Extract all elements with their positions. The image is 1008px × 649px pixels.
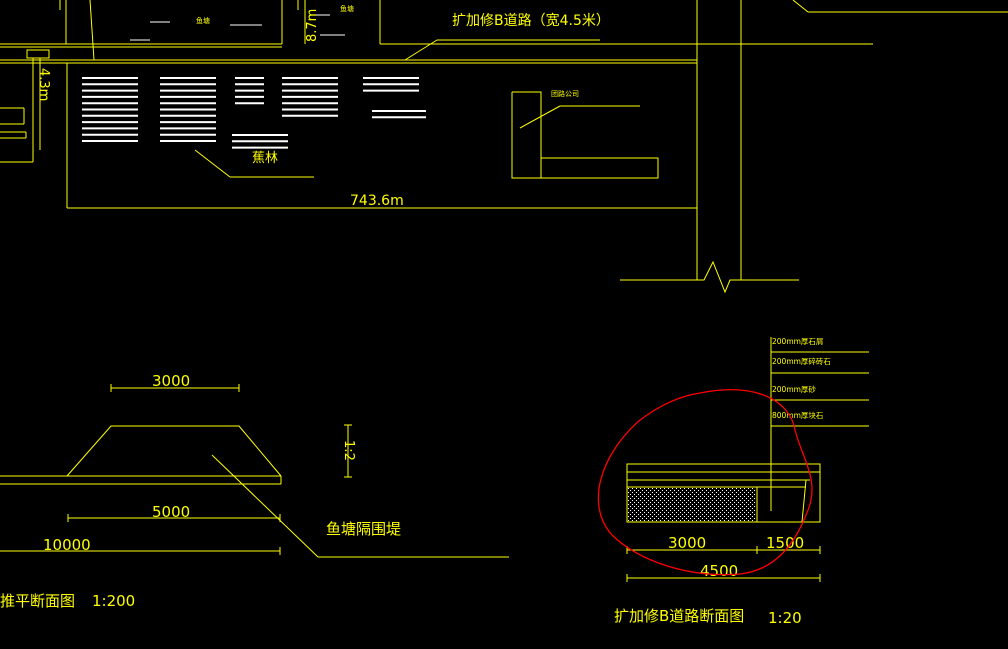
road-section-title: 扩加修B道路断面图 xyxy=(614,607,744,625)
embankment-section xyxy=(0,384,509,558)
pond-label-right: 鱼塘 xyxy=(340,4,354,13)
road-section xyxy=(626,337,869,582)
embankment-dim-top: 3000 xyxy=(152,372,190,390)
crop-blocks xyxy=(82,77,426,149)
road-label-top: 扩加修B道路（宽4.5米） xyxy=(452,12,610,29)
length-dimension: 743.6m xyxy=(350,193,404,209)
red-markup-circle xyxy=(597,389,813,576)
pond-label-left: 鱼塘 xyxy=(196,16,210,25)
road-layer-4: 800mm厚块石 xyxy=(772,410,824,420)
embankment-slope: 1:2 xyxy=(341,440,356,461)
road-layer-2: 200mm厚碎砖石 xyxy=(772,356,831,366)
road-dim-right: 1500 xyxy=(766,534,804,552)
embankment-dim-bottom: 5000 xyxy=(152,503,190,521)
embankment-leader-label: 鱼塘隔围堤 xyxy=(326,520,401,538)
road-layer-3: 200mm厚砂 xyxy=(772,384,816,394)
width-dimension-87: 8.7m xyxy=(305,9,320,42)
road-dim-total: 4500 xyxy=(700,562,738,580)
width-dimension-43: 4.3m xyxy=(36,68,51,101)
site-plan xyxy=(0,0,1008,294)
embankment-title: 推平断面图 xyxy=(0,592,75,610)
embankment-dim-base: 10000 xyxy=(43,536,91,554)
embankment-scale: 1:200 xyxy=(92,592,135,610)
company-label: 团路公司 xyxy=(551,89,579,98)
banana-grove-label: 蕉林 xyxy=(252,151,278,166)
road-dim-left: 3000 xyxy=(668,534,706,552)
road-section-scale: 1:20 xyxy=(768,609,802,627)
road-layer-1: 200mm厚石屑 xyxy=(772,337,823,346)
block-stone-hatch xyxy=(628,488,756,521)
plan-details xyxy=(130,14,345,41)
